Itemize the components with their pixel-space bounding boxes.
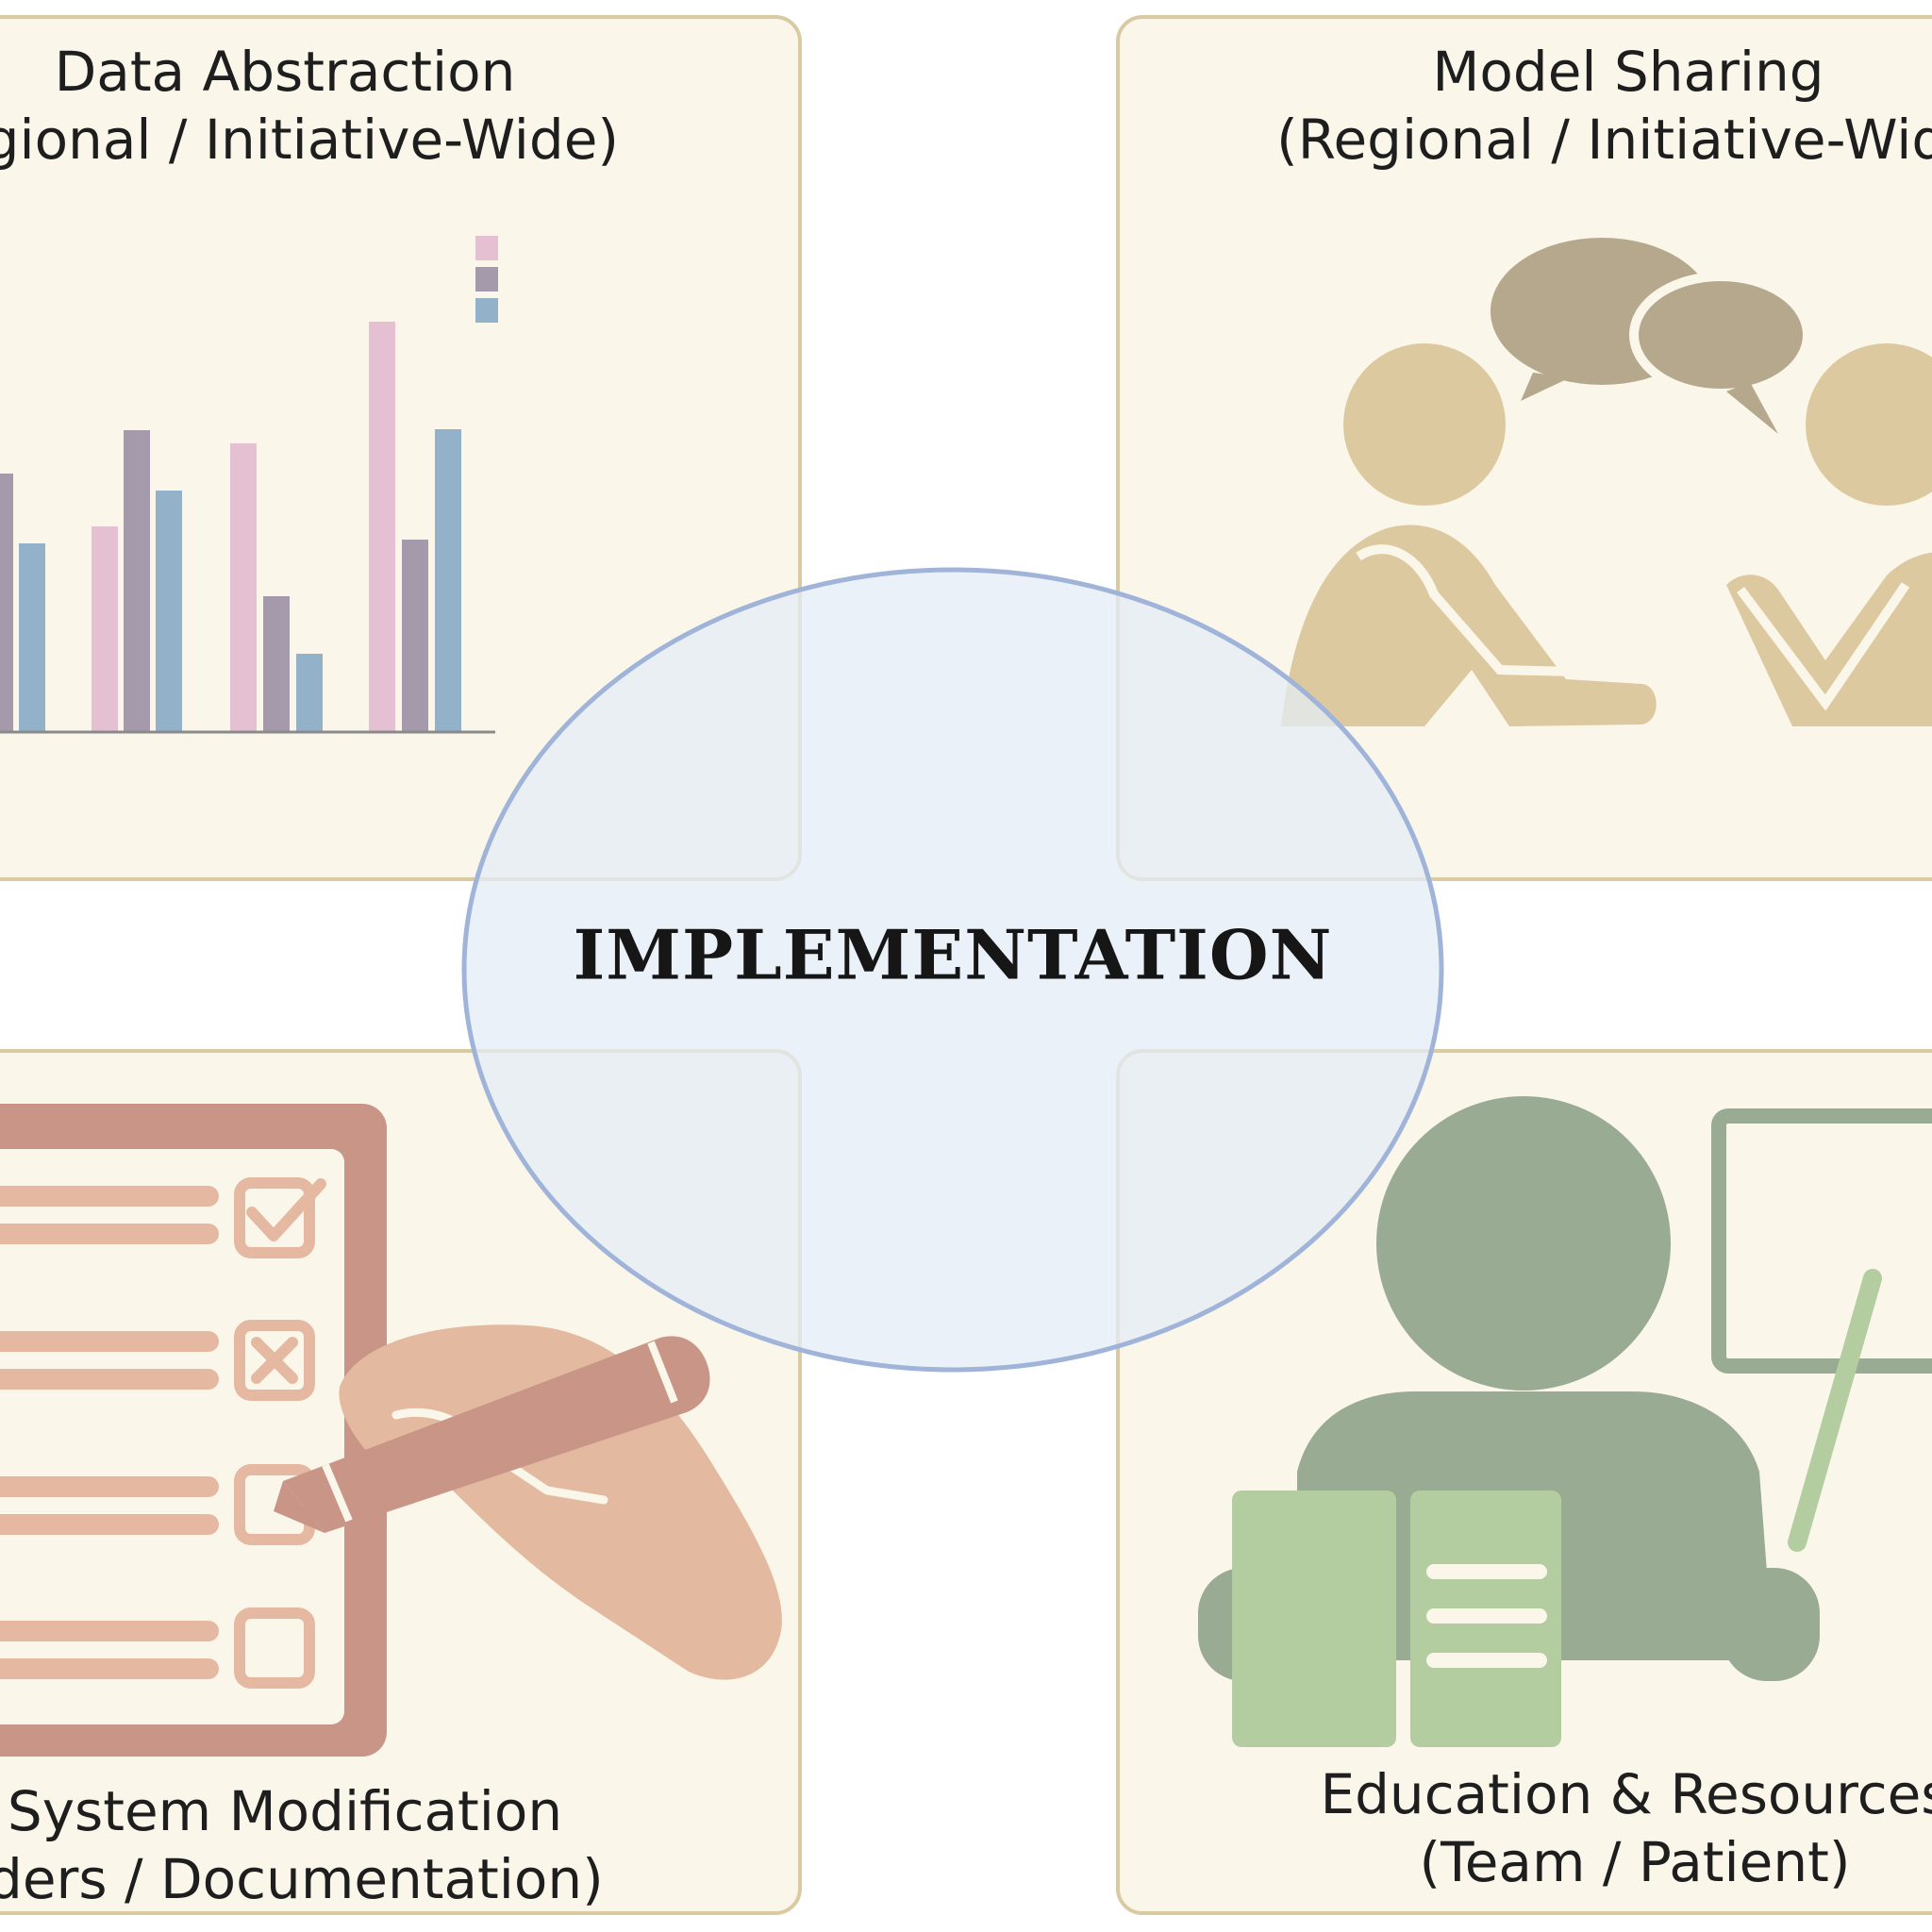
bar (230, 443, 257, 732)
bar (19, 543, 45, 732)
book-text-line (1426, 1653, 1547, 1668)
checklist-line (0, 1186, 219, 1207)
pencil-band (322, 1463, 353, 1523)
bar (0, 474, 13, 732)
checklist-line (0, 1369, 219, 1390)
bar (296, 654, 323, 732)
person-arm-outline (1737, 582, 1910, 711)
teacher-head (1376, 1096, 1671, 1391)
bar (92, 526, 118, 732)
open-book-icon (1232, 1491, 1396, 1747)
person-body (1726, 552, 1932, 726)
data-abstraction-title-line2: egional / Initiative-Wide) (0, 108, 620, 172)
speech-bubble-icon (1629, 272, 1812, 398)
clipboard-sheet (0, 1149, 344, 1724)
book-text-line (1426, 1564, 1547, 1579)
education-resources-title-line2: (Team / Patient) (1419, 1830, 1851, 1894)
bar (124, 430, 150, 732)
person-head (1343, 343, 1506, 506)
data-abstraction-title-line1: Data Abstraction (54, 40, 516, 104)
bar (402, 540, 428, 732)
system-modification-title-line1: System Modification (7, 1779, 563, 1843)
checkmark-icon (246, 1178, 326, 1241)
cross-icon (251, 1337, 298, 1384)
implementation-ellipse (461, 567, 1444, 1373)
checkbox-icon (234, 1607, 315, 1689)
pencil-icon (283, 1336, 710, 1533)
two-people-talking-icon (1281, 238, 1932, 726)
bar (156, 491, 182, 732)
checklist-line (0, 1331, 219, 1352)
checklist-line (0, 1621, 219, 1641)
model-sharing-title-line2: (Regional / Initiative-Wide (1276, 108, 1932, 172)
pointer-stick (1788, 1269, 1882, 1552)
checklist-line (0, 1514, 219, 1535)
checklist-line (0, 1224, 219, 1244)
whiteboard-icon (1711, 1108, 1932, 1374)
teacher-hand (1722, 1568, 1820, 1681)
legend-swatch-pink (475, 236, 498, 260)
book-text-line (1426, 1608, 1547, 1624)
data-abstraction-title: Data Abstraction egional / Initiative-Wi… (0, 38, 619, 174)
bar (263, 596, 290, 732)
pencil-band (647, 1341, 678, 1404)
checkbox-checked-icon (234, 1177, 315, 1258)
implementation-label: IMPLEMENTATION (573, 914, 1333, 995)
bar (435, 429, 461, 732)
checkbox-crossed-icon (234, 1320, 315, 1401)
speech-bubble-tail (1726, 382, 1778, 434)
model-sharing-title-line1: Model Sharing (1432, 40, 1824, 104)
bar-chart-icon (0, 236, 498, 734)
model-sharing-title: Model Sharing (Regional / Initiative-Wid… (1276, 38, 1932, 174)
person-body (1281, 525, 1657, 726)
system-modification-title-line2: rders / Documentation) (0, 1847, 604, 1911)
education-resources-title-line1: Education & Resources (1320, 1762, 1932, 1826)
person-head (1806, 343, 1932, 506)
speech-bubble-tail (1521, 373, 1571, 401)
education-resources-title: Education & Resources (Team / Patient) (1320, 1760, 1932, 1896)
checklist-line (0, 1658, 219, 1679)
bar (369, 322, 395, 732)
checklist-line (0, 1476, 219, 1497)
legend-swatch-mauve (475, 267, 498, 291)
system-modification-title: System Modification rders / Documentatio… (0, 1777, 604, 1913)
teacher-with-board-and-book-icon (1198, 1096, 1932, 1747)
checklist-with-pencil-icon (0, 1104, 782, 1757)
person-arm-outline (1356, 544, 1642, 678)
legend-swatch-blue (475, 298, 498, 323)
pencil-tip (274, 1481, 325, 1533)
